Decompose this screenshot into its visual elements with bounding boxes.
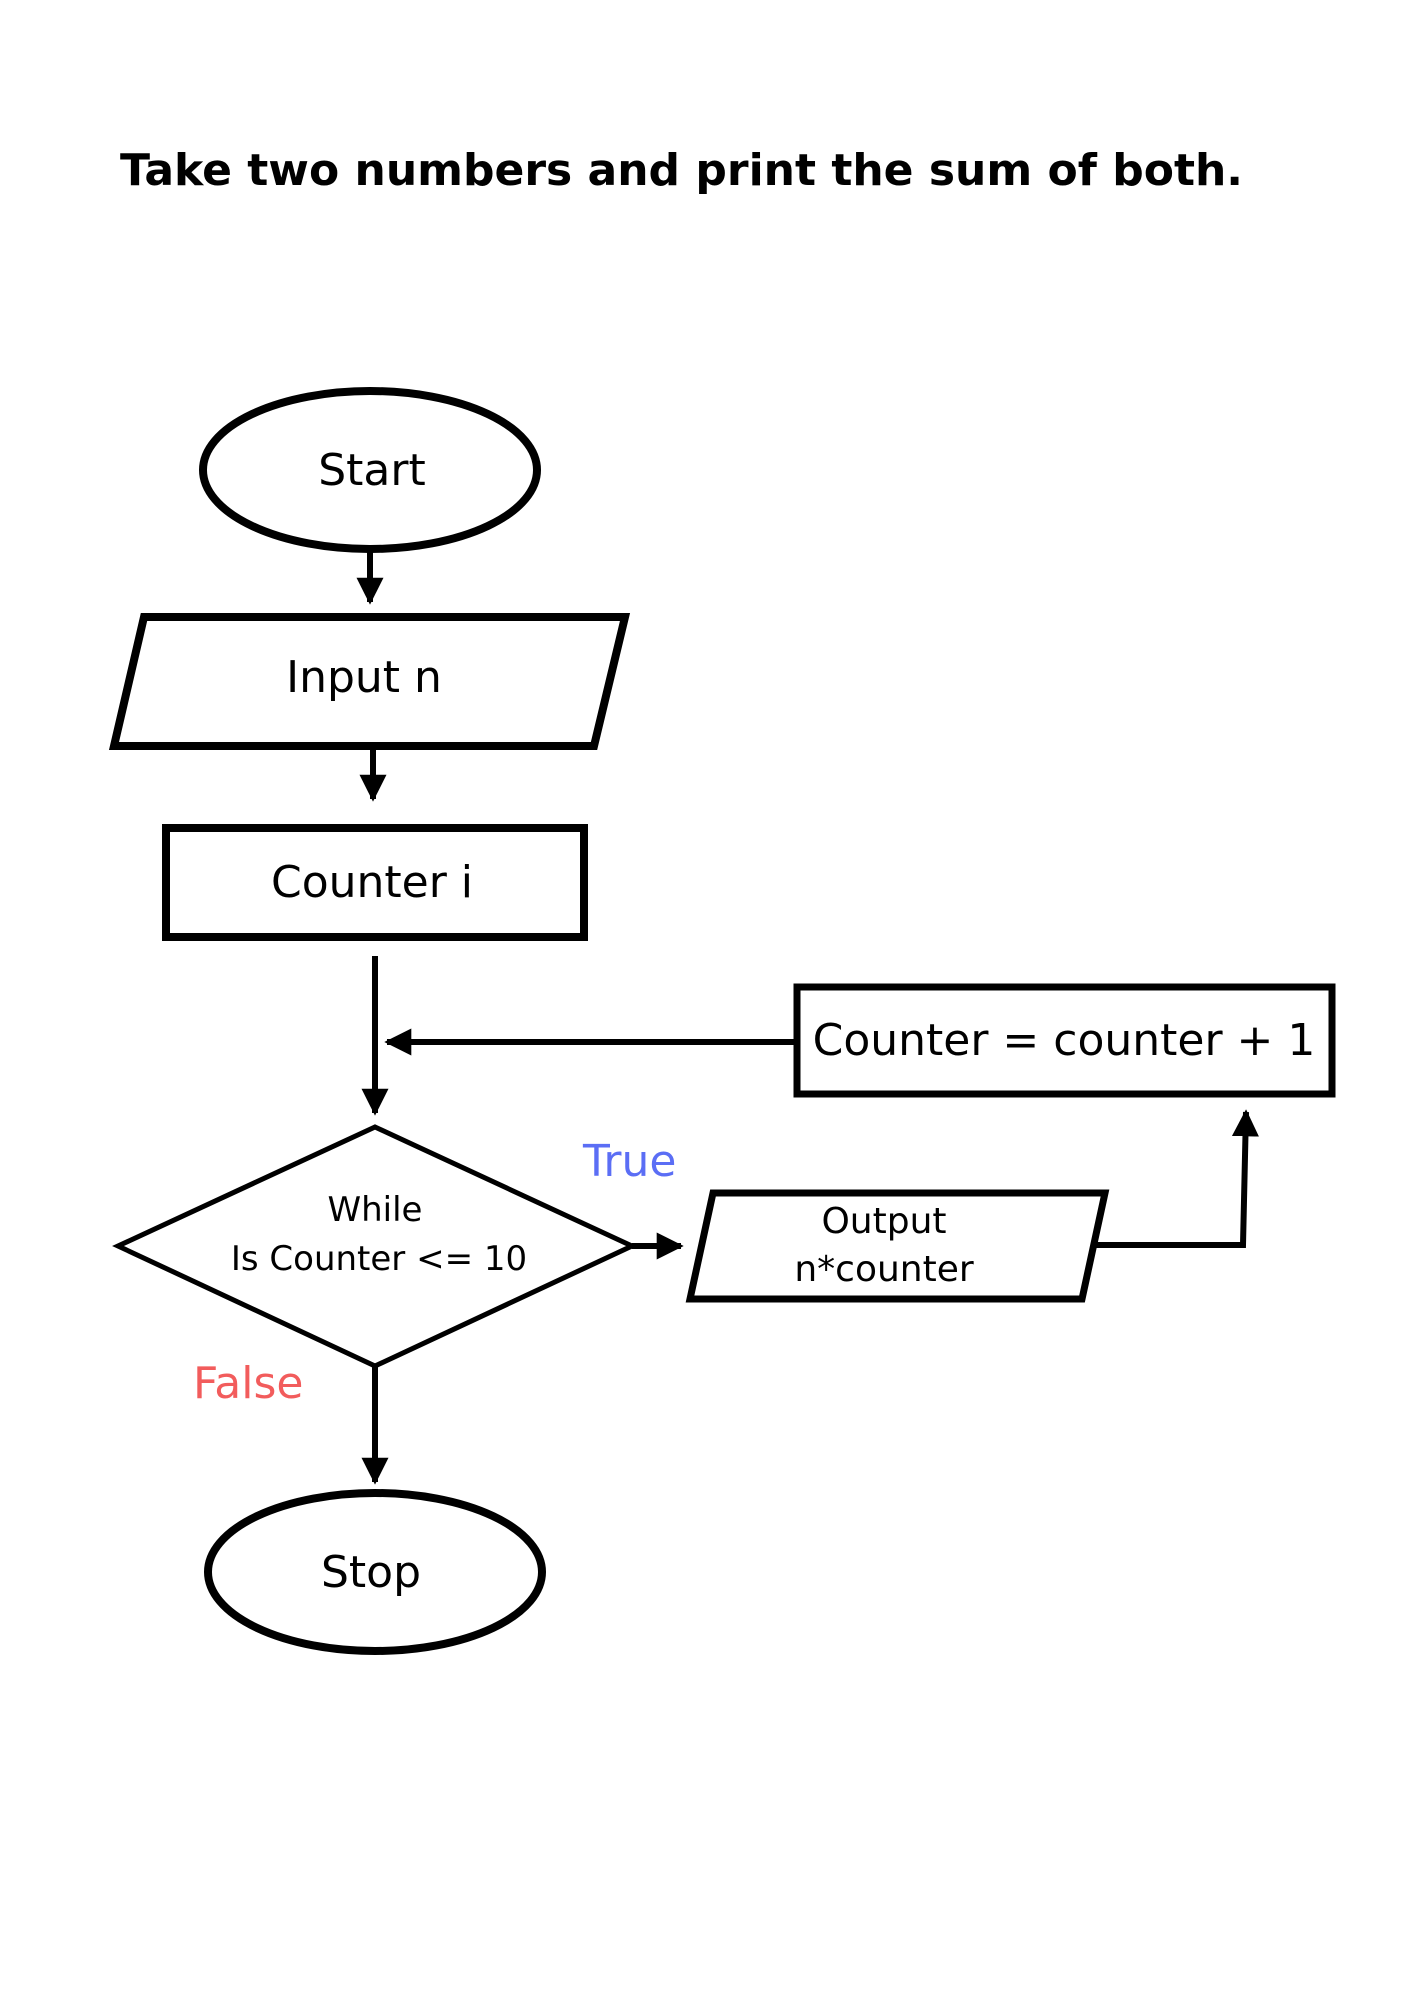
start-label: Start <box>318 445 426 496</box>
decision-label-line1: While <box>328 1190 423 1230</box>
edge-output-increment <box>1094 1109 1259 1248</box>
counter-init-node: Counter i <box>162 824 588 941</box>
increment-label: Counter = counter + 1 <box>813 1015 1316 1066</box>
output-label-line2: n*counter <box>794 1249 974 1290</box>
stop-label: Stop <box>321 1547 421 1598</box>
decision-label-line2: Is Counter <= 10 <box>231 1239 527 1279</box>
output-label-line1: Output <box>821 1201 946 1242</box>
false-label: False <box>193 1358 303 1409</box>
stop-node: Stop <box>204 1489 546 1655</box>
output-node: Output n*counter <box>685 1189 1110 1303</box>
increment-node: Counter = counter + 1 <box>793 983 1336 1098</box>
start-node: Start <box>199 387 541 553</box>
true-label: True <box>582 1136 676 1187</box>
decision-node: While Is Counter <= 10 <box>112 1124 638 1369</box>
input-node: Input n <box>108 613 631 750</box>
input-label: Input n <box>286 652 442 703</box>
page-title: Take two numbers and print the sum of bo… <box>120 145 1243 196</box>
counter-init-label: Counter i <box>271 857 473 908</box>
